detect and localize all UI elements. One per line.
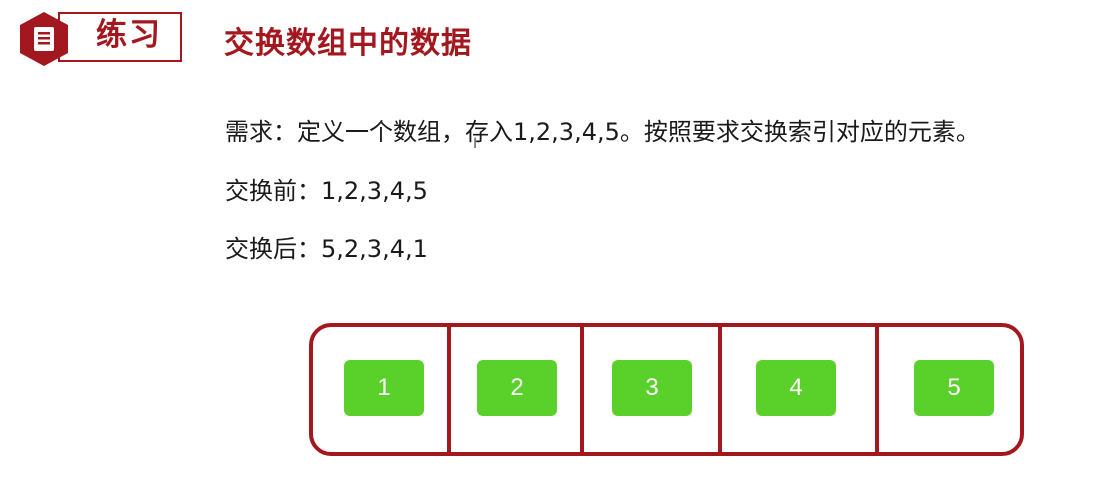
array-divider — [875, 327, 879, 452]
array-item-2: 2 — [477, 360, 557, 416]
document-icon — [20, 12, 68, 66]
array-item-3: 3 — [612, 360, 692, 416]
before-text: 交换前：1,2,3,4,5 — [225, 177, 428, 205]
array-divider — [447, 327, 451, 452]
array-diagram: 1 2 3 4 5 — [309, 323, 1024, 456]
array-divider — [718, 327, 722, 452]
after-text: 交换后：5,2,3,4,1 — [225, 235, 428, 263]
badge-label: 练习 — [96, 17, 162, 53]
array-item-4: 4 — [756, 360, 836, 416]
badge-frame — [58, 12, 182, 62]
array-divider — [580, 327, 584, 452]
exercise-badge: 练习 — [16, 10, 184, 66]
array-item-5: 5 — [914, 360, 994, 416]
text-cursor-icon: I — [473, 136, 478, 152]
page-title: 交换数组中的数据 — [224, 26, 472, 61]
requirement-text: 需求：定义一个数组，存入1,2,3,4,5。按照要求交换索引对应的元素。 — [225, 118, 980, 146]
array-item-1: 1 — [344, 360, 424, 416]
